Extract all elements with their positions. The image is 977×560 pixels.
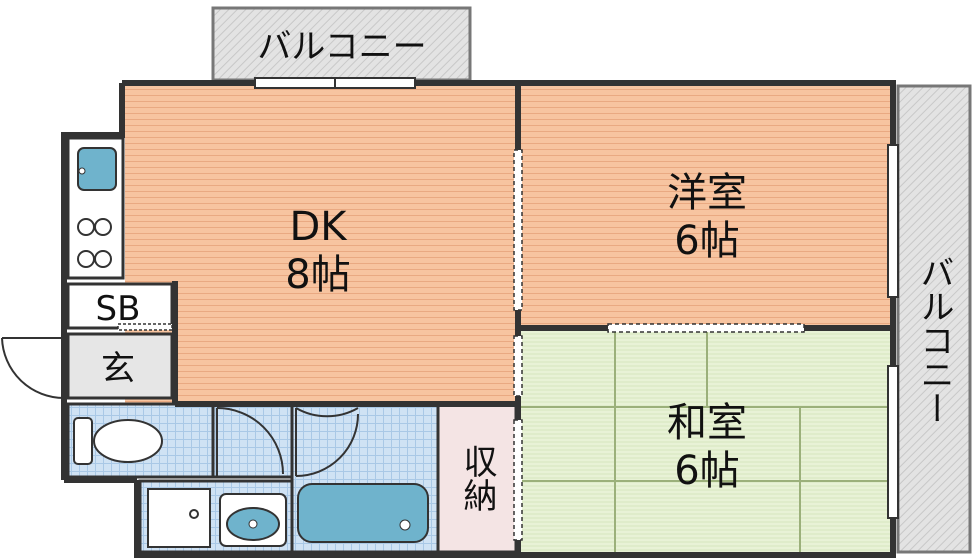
japanese-room-name: 和室 [667,400,747,446]
toilet-tank [73,417,93,465]
japanese-room-size: 6帖 [674,448,739,494]
balcony-top-label: バルコニー [257,27,426,67]
dk-name: DK [289,204,348,250]
balcony-right [896,84,972,554]
western-room-name: 洋室 [667,170,747,216]
balcony-top [211,6,472,82]
balcony-right-label: バルコニー [914,255,954,425]
kitchen-counter [66,136,125,280]
bathroom [290,402,440,554]
washroom [138,402,294,554]
toilet-room [66,402,215,479]
entrance-label: 玄 [101,349,135,389]
western-room-floor [521,86,891,326]
entrance-door [1,337,65,399]
window-right-upper [887,144,899,298]
shoe-box-door [117,323,173,331]
western-room-size: 6帖 [674,218,739,264]
bathtub [297,483,429,543]
dk-floor [125,86,516,404]
dk-size: 8帖 [285,252,350,298]
washroom-door [216,407,284,476]
entrance-floor [66,332,174,400]
sliding-door-rooms [607,323,805,333]
japanese-room-floor [521,331,891,552]
window-right-lower [887,365,899,519]
stove-burners [77,218,112,268]
sliding-door-dk-western [513,149,523,311]
bathroom-door [295,407,359,477]
sliding-door-storage [513,419,523,541]
sb-label: SB [96,289,141,329]
kitchen-sink [77,147,117,191]
storage-label: 収納 [457,444,497,512]
sliding-door-dk-japanese [513,335,523,397]
washing-machine [147,488,211,548]
toilet-bowl [93,419,163,463]
window-top [254,77,416,89]
storage-closet [436,402,518,554]
